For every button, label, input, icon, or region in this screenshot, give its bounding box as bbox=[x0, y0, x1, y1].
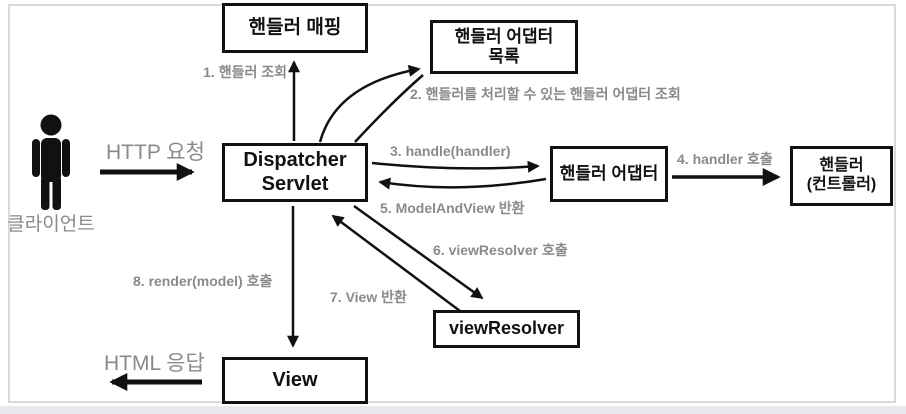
box-handler-mapping-label: 핸들러 매핑 bbox=[248, 16, 342, 38]
box-handler-controller-line2: (컨트롤러) bbox=[806, 176, 877, 193]
box-handler-adapter-list-line2: 목록 bbox=[488, 47, 520, 66]
box-handler-mapping: 핸들러 매핑 bbox=[222, 3, 368, 53]
arrow-step7-view-return bbox=[331, 214, 461, 313]
step5-label: 5. ModelAndView 반환 bbox=[380, 200, 525, 216]
step4-label: 4. handler 호출 bbox=[677, 151, 773, 167]
box-view-resolver-label: viewResolver bbox=[448, 318, 565, 339]
box-view-resolver: viewResolver bbox=[433, 310, 580, 348]
http-request-label: HTTP 요청 bbox=[106, 141, 205, 164]
bottom-strip bbox=[0, 406, 906, 414]
box-handler-adapter-label: 핸들러 어댑터 bbox=[559, 163, 659, 183]
box-dispatcher-servlet-line2: Servlet bbox=[261, 172, 329, 195]
html-response-label: HTML 응답 bbox=[104, 352, 205, 375]
arrow-step6-viewresolver-call bbox=[353, 204, 484, 300]
step1-label: 1. 핸들러 조회 bbox=[203, 64, 287, 80]
step2-label: 2. 핸들러를 처리할 수 있는 핸들러 어댑터 조회 bbox=[410, 86, 681, 102]
step7-label: 7. View 반환 bbox=[330, 289, 407, 305]
arrow-step2-adapter-lookup bbox=[318, 64, 421, 143]
box-view-label: View bbox=[272, 368, 318, 391]
box-handler-adapter: 핸들러 어댑터 bbox=[550, 146, 668, 202]
box-dispatcher-servlet-line1: Dispatcher bbox=[243, 148, 347, 171]
box-handler-adapter-list: 핸들러 어댑터 목록 bbox=[430, 20, 578, 74]
box-view: View bbox=[222, 357, 368, 404]
arrow-step5-modelandview-return bbox=[378, 177, 547, 190]
arrow-step2-adapter-lookup-strand bbox=[354, 74, 424, 143]
step3-label: 3. handle(handler) bbox=[390, 143, 511, 159]
arrow-step3-handle bbox=[371, 160, 540, 173]
person-icon bbox=[32, 114, 70, 210]
step6-label: 6. viewResolver 호출 bbox=[433, 242, 568, 258]
box-handler-adapter-list-line1: 핸들러 어댑터 bbox=[454, 26, 554, 46]
box-handler-controller: 핸들러 (컨트롤러) bbox=[790, 146, 893, 206]
box-dispatcher-servlet: Dispatcher Servlet bbox=[222, 143, 368, 202]
box-handler-controller-line1: 핸들러 bbox=[819, 157, 864, 175]
step8-label: 8. render(model) 호출 bbox=[133, 273, 273, 289]
client-label: 클라이언트 bbox=[7, 214, 95, 235]
